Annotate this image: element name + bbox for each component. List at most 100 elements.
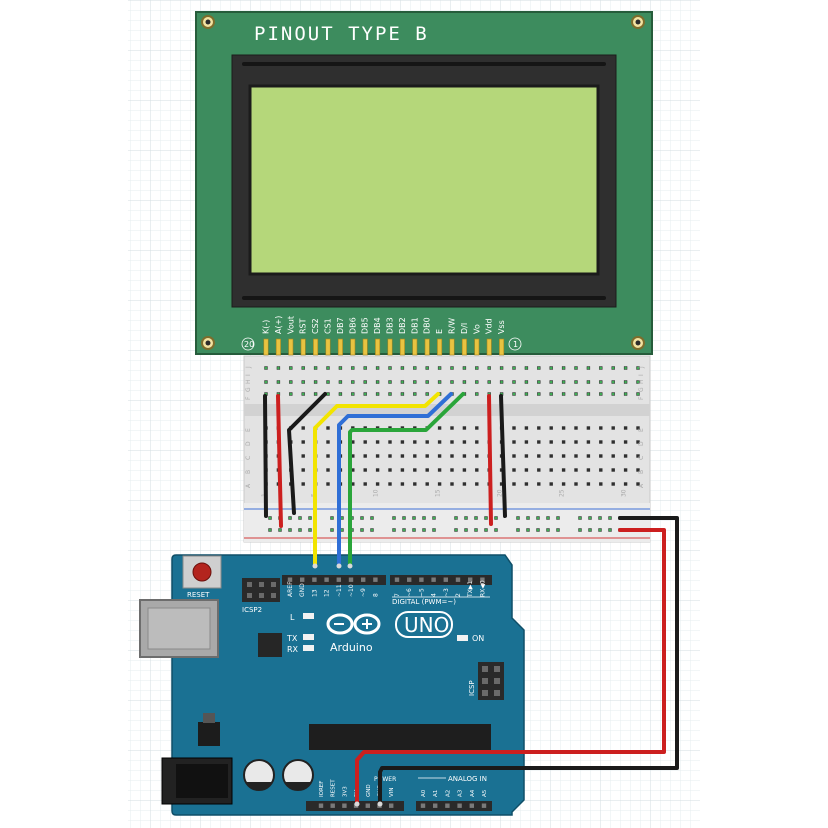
hole-contact <box>556 528 560 532</box>
breadboard-hole <box>375 482 380 486</box>
arduino-logo-icon <box>326 613 381 635</box>
breadboard-hole <box>636 454 640 458</box>
arduino-pin-label: ~9 <box>360 588 367 597</box>
lcd-pin-label: DB3 <box>386 317 395 334</box>
hole-contact <box>578 516 582 520</box>
hole-contact <box>484 528 488 532</box>
lcd-screen <box>248 84 600 276</box>
header-socket <box>407 577 412 582</box>
arduino-pin-label: 8 <box>372 593 379 597</box>
header-socket <box>342 803 347 808</box>
lcd-pin-label: DB4 <box>373 317 382 334</box>
arduino-pin-label: ~10 <box>348 584 355 597</box>
breadboard-hole <box>561 426 566 430</box>
row-letter: J <box>638 366 645 369</box>
digital-header-left <box>282 575 386 585</box>
breadboard-hole <box>499 482 504 486</box>
breadboard-hole <box>611 440 615 444</box>
breadboard-hole <box>437 440 442 444</box>
hole-contact <box>412 516 416 520</box>
breadboard-hole <box>574 454 578 458</box>
wire-black-k-gnd-rail <box>263 394 268 518</box>
hole-contact <box>487 366 491 370</box>
breadboard-hole <box>537 454 541 458</box>
icsp-pins <box>482 666 500 696</box>
arduino-pin-label: 2 <box>455 593 462 597</box>
breadboard-hole <box>623 468 628 472</box>
hole-contact <box>438 380 441 384</box>
hole-contact <box>484 516 488 520</box>
arduino-pin-label: GND <box>366 784 372 797</box>
hole-contact <box>340 516 344 520</box>
arduino-pin-label: A3 <box>458 789 464 797</box>
lcd-pin <box>387 338 393 356</box>
breadboard-hole <box>586 440 591 444</box>
breadboard-hole <box>599 468 603 472</box>
row-letter: D <box>245 441 252 446</box>
hole-contact <box>624 380 627 384</box>
digital-header-right <box>390 575 492 585</box>
lcd-pin <box>325 338 331 356</box>
hole-contact <box>425 366 429 370</box>
breadboard-hole <box>425 468 429 472</box>
lcd-pin <box>263 338 269 356</box>
breadboard-hole <box>636 440 640 444</box>
lcd-pin <box>313 338 319 356</box>
breadboard-hole <box>586 426 591 430</box>
header-socket <box>361 577 366 582</box>
lcd-pin <box>474 338 480 356</box>
breadboard-hole <box>301 482 305 486</box>
hole-contact <box>351 366 355 370</box>
icsp2-label: ICSP2 <box>242 606 262 614</box>
header-socket <box>287 577 293 582</box>
hole-contact <box>330 516 334 520</box>
breadboard-hole <box>363 440 367 444</box>
hole-contact <box>587 380 590 384</box>
arduino-pin-label: 7 <box>394 593 401 597</box>
wire-end-caps <box>312 563 383 807</box>
breadboard-hole <box>425 482 429 486</box>
header-socket <box>433 803 438 808</box>
breadboard-hole <box>549 468 553 472</box>
reset-button-cap[interactable] <box>192 562 212 582</box>
hole-contact <box>474 528 478 532</box>
hole-contact <box>454 516 458 520</box>
hole-contact <box>450 366 454 370</box>
hole-contact <box>401 392 404 396</box>
hole-contact <box>608 528 612 532</box>
header-socket <box>336 577 341 582</box>
breadboard-hole <box>475 482 479 486</box>
lcd-pin-label: Vdd <box>485 318 494 334</box>
pin-first-number: 20 <box>244 340 254 349</box>
breadboard-hole <box>351 454 355 458</box>
breadboard-hole <box>388 440 392 444</box>
hole-contact <box>598 516 602 520</box>
breadboard-hole <box>462 482 467 486</box>
breadboard-hole <box>388 482 392 486</box>
arduino-pin-label: RX◀0 <box>479 580 486 597</box>
hole-contact <box>549 392 553 396</box>
hole-contact <box>537 392 541 396</box>
hole-contact <box>537 380 541 384</box>
hole-contact <box>425 380 429 384</box>
header-socket <box>469 803 474 808</box>
row-letter: H <box>245 379 252 384</box>
hole-contact <box>301 392 305 396</box>
breadboard-hole <box>611 468 615 472</box>
arduino-pin-label: ~3 <box>443 588 450 597</box>
column-number: 10 <box>373 489 380 497</box>
icsp2-pins <box>247 582 276 598</box>
lcd-pin <box>412 338 418 356</box>
lcd-pin <box>437 338 443 356</box>
lcd-pin-label: DB6 <box>348 317 357 334</box>
breadboard-hole <box>437 454 442 458</box>
lcd-pin <box>375 338 381 356</box>
column-number: 30 <box>621 489 628 497</box>
breadboard-hole <box>623 440 628 444</box>
breadboard-hole <box>413 482 417 486</box>
breadboard-hole <box>413 440 417 444</box>
hole-contact <box>339 380 342 384</box>
hole-contact <box>412 528 416 532</box>
breadboard-hole <box>437 482 442 486</box>
